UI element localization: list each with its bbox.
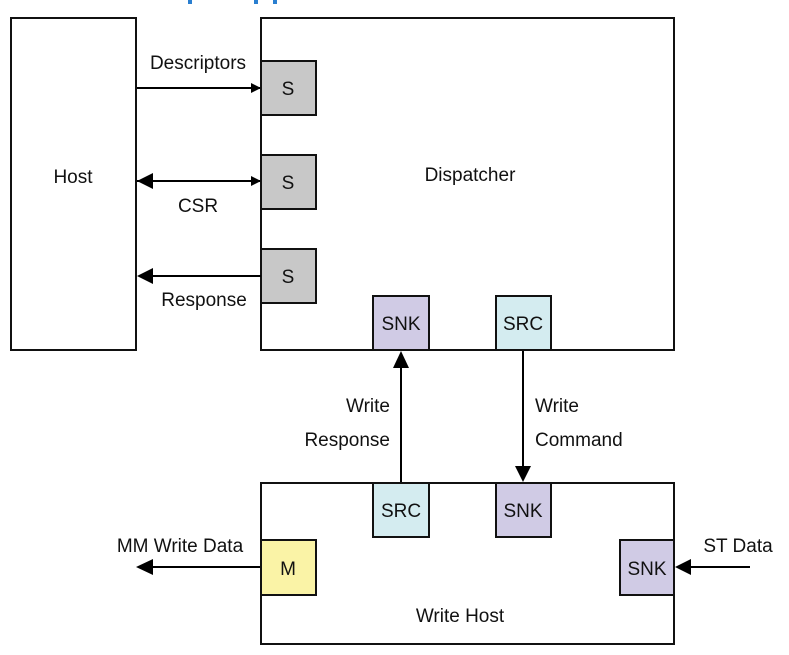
- port-label: SNK: [381, 314, 420, 335]
- title-fragment: [188, 0, 192, 4]
- csr-label: CSR: [178, 196, 218, 217]
- port-label: S: [282, 267, 295, 288]
- title-fragment: [273, 0, 277, 4]
- dispatcher-block: [260, 17, 675, 351]
- write-response-label-line1: Write: [346, 396, 390, 417]
- port-label: M: [280, 559, 296, 580]
- port-label: SNK: [503, 501, 542, 522]
- dispatcher-s-port-2: [260, 154, 317, 210]
- writehost-snk-right-port: [619, 539, 675, 596]
- title-fragment: [254, 0, 258, 4]
- write-host-block: [260, 482, 675, 645]
- dispatcher-label: Dispatcher: [425, 165, 516, 186]
- write-command-label-line1: Write: [535, 396, 579, 417]
- port-label: SRC: [503, 314, 543, 335]
- port-label: SRC: [381, 501, 421, 522]
- response-arrowhead: [137, 268, 153, 284]
- port-label: SNK: [627, 559, 666, 580]
- write-host-label: Write Host: [416, 606, 505, 627]
- port-label: S: [282, 79, 295, 100]
- response-label: Response: [161, 290, 247, 311]
- descriptors-label: Descriptors: [150, 53, 246, 74]
- write-command-label-line2: Command: [535, 430, 623, 451]
- dispatcher-snk-port: [372, 295, 430, 351]
- writehost-snk-top-port: [495, 482, 552, 538]
- host-block: [10, 17, 137, 351]
- port-label: S: [282, 173, 295, 194]
- write-response-arrowhead: [393, 351, 409, 368]
- writehost-src-port: [372, 482, 430, 538]
- write-command-arrowhead: [515, 466, 531, 482]
- dispatcher-src-port: [495, 295, 552, 351]
- mm-write-data-arrowhead: [136, 559, 153, 575]
- write-response-label-line2: Response: [304, 430, 390, 451]
- host-label: Host: [53, 167, 93, 188]
- st-data-label: ST Data: [703, 536, 773, 557]
- st-data-arrowhead: [675, 559, 691, 575]
- writehost-m-port: [260, 539, 317, 596]
- csr-arrowhead-left: [137, 173, 153, 189]
- dispatcher-s-port-1: [260, 60, 317, 116]
- mm-write-data-label: MM Write Data: [117, 536, 244, 557]
